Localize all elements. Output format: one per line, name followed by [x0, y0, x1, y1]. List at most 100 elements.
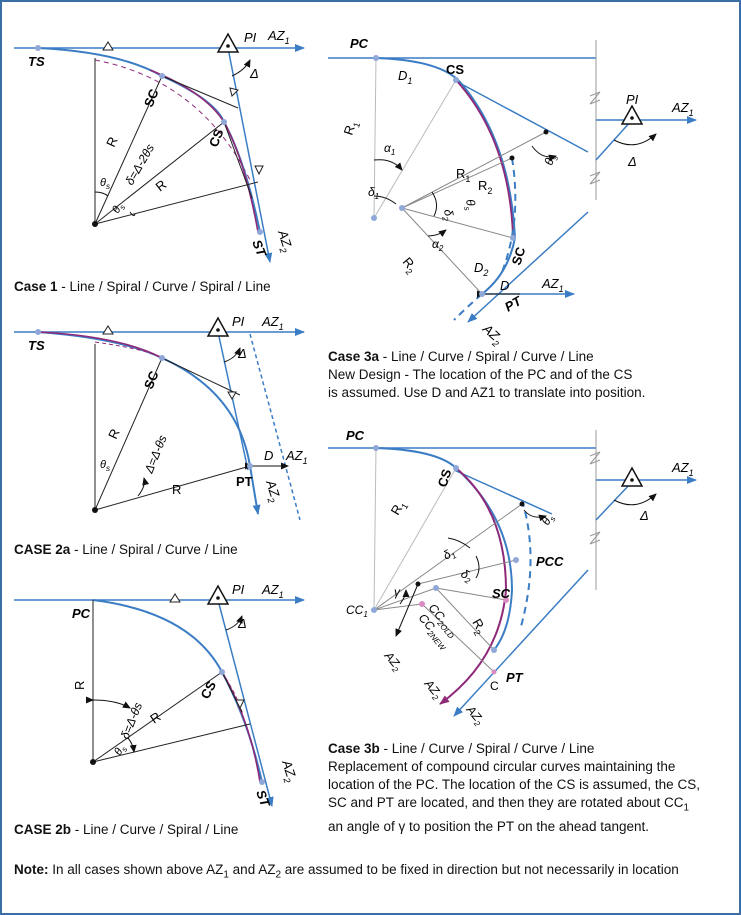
case2a-spiral: [37, 331, 163, 359]
case3a-r2-b: [401, 207, 514, 239]
footnote: Note: In all cases shown above AZ1 and A…: [14, 862, 679, 881]
case3a-label-delta-inset: Δ: [627, 154, 637, 169]
case1-cs-point: [221, 119, 227, 125]
case3b-label-cs: CS: [435, 467, 455, 489]
case3a-label-d: D: [500, 278, 509, 293]
case2a-tri-marker-1: [102, 325, 114, 335]
case3b-cs-point: [453, 465, 459, 471]
case3b-delta1-arc: [447, 537, 471, 549]
case3a-break-mark-1: [589, 91, 601, 105]
case2b-delta-arc: [225, 615, 243, 631]
case3a-diagram: PI AZ1 Δ PC CS SC PT D1 D2 D: [328, 36, 697, 349]
case3b-diagram: AZ1 Δ PC CS PCC SC PT: [328, 428, 697, 729]
case3a-sc-point: [510, 235, 516, 241]
case3b-pi-symbol: [620, 466, 644, 487]
case2a-label-r2: R: [172, 482, 181, 497]
case3b-label-pt: PT: [506, 670, 524, 685]
case3a-alpha1-arc: [373, 159, 403, 171]
case1-delta-arc: [231, 59, 251, 77]
case3a-delta-arc: [613, 133, 657, 146]
case3b-dot-top: [519, 501, 525, 507]
case3b-theta-arc: [523, 509, 547, 522]
case1-label-theta1: θs: [100, 177, 110, 191]
case2a-pt-point: [247, 463, 253, 469]
case3b-sc-point: [503, 597, 509, 603]
case2a-diagram: TS SC PT PI AZ1 AZ1 AZ2 D Δ R R Δ=Δ-θs θ…: [14, 314, 308, 521]
case3a-pi-b: [543, 129, 549, 135]
case2b-label-deltaeq: δ=Δ-θs: [118, 700, 145, 741]
case1-label-theta2: θs: [110, 201, 127, 217]
case3a-pi-dot: [630, 116, 634, 120]
case1-pi-symbol: [216, 32, 240, 53]
case3a-dot1: [509, 155, 515, 161]
case2a-label-ts: TS: [28, 338, 45, 353]
case3b-delta-arc: [613, 493, 657, 506]
case3a-pc-point: [373, 55, 379, 61]
case3b-label-thetas: θs: [538, 511, 557, 528]
case1-label-pi: PI: [244, 30, 257, 45]
case3a-label-r1b: R1: [456, 166, 470, 184]
case3b-label-r1: R1: [388, 498, 411, 519]
case2b-caption: CASE 2b - Line / Curve / Spiral / Line: [14, 822, 239, 837]
case1-tri-marker-1: [102, 41, 114, 51]
case3b-r1: [373, 447, 377, 611]
case1-curve-dashed: [94, 59, 251, 181]
case3b-gamma-pt: [415, 581, 421, 587]
case3b-label-pc: PC: [346, 428, 365, 443]
case3b-sc-tangent: [453, 469, 553, 515]
case3b-pi-dot: [630, 478, 634, 482]
case3a-alpha2-arc: [427, 229, 447, 237]
case2a-label-deltaeq: Δ=Δ-θs: [141, 433, 169, 476]
case2b-label-delta: Δ: [237, 616, 247, 631]
case2b-cs-point: [219, 669, 225, 675]
case3a-label-d2: D2: [474, 260, 488, 278]
case3b-cc1: [371, 607, 377, 613]
case3a-label-delta2: δ2: [439, 208, 457, 222]
case2a-delta-arc: [223, 347, 241, 363]
case2b-radius-low: [92, 723, 251, 763]
case3b-r-f: [373, 603, 423, 611]
case1-label-deltaeq: δ=Δ-2θs: [122, 142, 157, 188]
case3a-label-r2b: R2: [397, 254, 420, 277]
case1-label-st: ST: [249, 238, 270, 260]
case3a-r1-c: [401, 157, 513, 209]
case3b-gamma-arc: [399, 589, 410, 605]
case2b-pi-symbol: [206, 584, 230, 605]
case3a-r1-b: [373, 79, 457, 219]
case3a-label-az1: AZ1: [541, 276, 564, 294]
case1-spiral-purple: [149, 69, 259, 233]
case1-radius-to-cs: [94, 121, 225, 225]
case1-label-cs: CS: [206, 126, 227, 149]
case3a-curve: [375, 57, 517, 295]
case3a-cc2: [399, 205, 405, 211]
case3a-label-r2a: R2: [478, 178, 492, 196]
case3a-delta2-arc: [431, 191, 438, 217]
case3a-delta1-arc: [373, 195, 397, 205]
case3b-r-e: [373, 587, 437, 611]
case2a-curve: [37, 331, 261, 515]
case2a-pi-dot: [216, 328, 220, 332]
case1-spiral-curve: [37, 47, 261, 233]
case3b-c-point: [491, 669, 497, 675]
case2b-label-az2: AZ2: [276, 757, 300, 784]
case1-radius-low: [94, 181, 259, 225]
case2a-ahead-tangent: [217, 331, 249, 471]
case3b-pcc-point: [513, 557, 519, 563]
case3b-r1b: [373, 467, 457, 611]
case3a-label-pc: PC: [350, 36, 369, 51]
case3b-r-g: [421, 603, 495, 673]
case2b-label-st: ST: [253, 788, 273, 810]
case2b-label-r1: R: [72, 681, 87, 690]
case3b-az2-old: [395, 583, 419, 637]
case2b-radius-cs: [92, 671, 223, 763]
case3b-label-gamma: γ: [394, 585, 401, 599]
case1-label-az2: AZ2: [272, 227, 296, 254]
case2b-tri-marker-1: [169, 593, 181, 603]
case3b-label-az2-a: AZ2: [380, 648, 406, 675]
case3b-cc2old: [433, 585, 439, 591]
case2a-tri-marker-2: [227, 391, 237, 401]
case3a-caption: Case 3a - Line / Curve / Spiral / Curve …: [328, 349, 646, 400]
case2b-label-theta: θs: [112, 743, 129, 759]
case1-label-delta: Δ: [249, 66, 259, 81]
